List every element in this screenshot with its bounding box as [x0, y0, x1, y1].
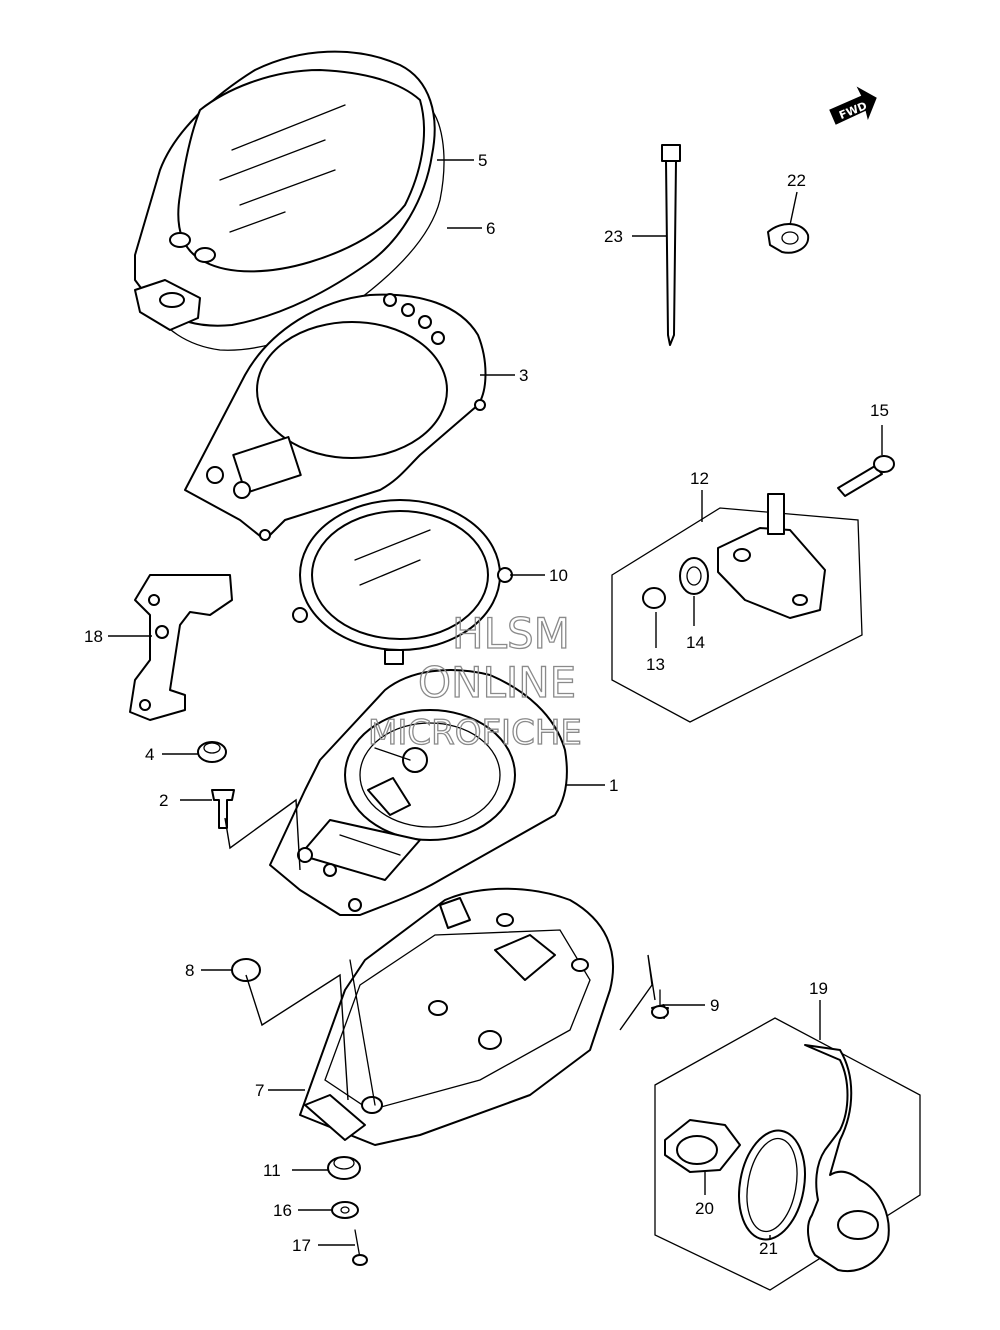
part-3-meter-panel: [184, 293, 487, 541]
callout-3: 3: [519, 366, 528, 385]
callout-18: 18: [84, 627, 103, 646]
callout-21: 21: [759, 1239, 778, 1258]
part-23-cable-tie: [661, 144, 681, 346]
part-10-lens-ring: [292, 499, 513, 665]
callout-2: 2: [159, 791, 168, 810]
callout-19: 19: [809, 979, 828, 998]
callout-labels: 1 2 3 4 5 6 7 8 9 10 11 12 13 14 15 16 1…: [84, 151, 889, 1258]
callout-20: 20: [695, 1199, 714, 1218]
callout-11: 11: [263, 1161, 281, 1180]
leader-lines: [108, 159, 883, 1246]
part-17-screw: [352, 1229, 368, 1266]
callout-1: 1: [609, 776, 618, 795]
callout-8: 8: [185, 961, 194, 980]
callout-5: 5: [478, 151, 487, 170]
part-7-meter-case: [299, 887, 615, 1146]
callout-16: 16: [273, 1201, 292, 1220]
part-9-screw: [651, 989, 669, 1019]
callout-13: 13: [646, 655, 665, 674]
part-5-meter-cover: [134, 50, 445, 351]
part-12-group-box: [611, 493, 863, 723]
part-18-bracket: [129, 574, 233, 721]
part-15-bolt: [837, 455, 895, 497]
part-1-speedometer: [269, 669, 568, 916]
watermark: HLSM ONLINE MICROFICHE: [367, 608, 582, 753]
callout-15: 15: [870, 401, 889, 420]
fwd-arrow-icon: FWD: [829, 86, 877, 125]
callout-4: 4: [145, 745, 154, 764]
callout-9: 9: [710, 996, 719, 1015]
part-4-cushion: [197, 741, 227, 763]
part-8-cap: [231, 958, 261, 982]
callout-17: 17: [292, 1236, 311, 1255]
watermark-line-3: MICROFICHE: [368, 713, 582, 753]
watermark-line-1: HLSM: [452, 609, 570, 658]
callout-7: 7: [255, 1081, 264, 1100]
fwd-label: FWD: [837, 99, 869, 122]
callout-23: 23: [604, 227, 623, 246]
callout-6: 6: [486, 219, 495, 238]
callout-14: 14: [686, 633, 705, 652]
watermark-line-2: ONLINE: [418, 658, 576, 707]
part-22-clamp: [767, 223, 810, 254]
callout-22: 22: [787, 171, 806, 190]
callout-10: 10: [549, 566, 568, 585]
callout-12: 12: [690, 469, 709, 488]
part-11-cushion: [327, 1156, 361, 1180]
part-19-group-box: [654, 1017, 921, 1291]
part-2-collar: [211, 789, 235, 829]
part-16-washer: [331, 1201, 359, 1219]
